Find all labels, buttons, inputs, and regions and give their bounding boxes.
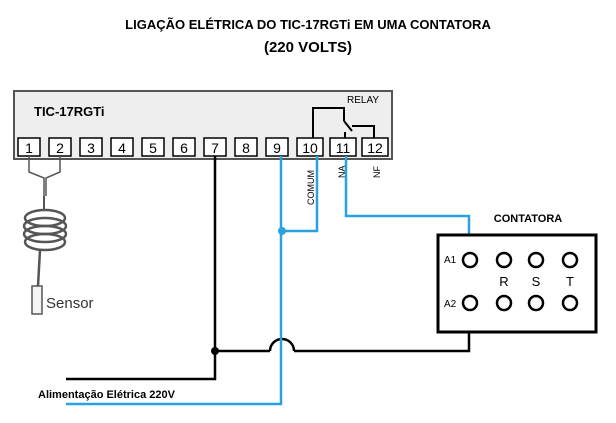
terminal-2-label: 2: [56, 140, 64, 156]
contactor-body: [436, 233, 598, 334]
terminal-3: [79, 137, 103, 157]
contactor-a1-label: A1: [444, 255, 457, 266]
terminal-bottom-3: [527, 294, 545, 312]
terminal-7-label: 7: [211, 140, 219, 156]
controller-model: TIC-17RGTi: [34, 104, 105, 119]
terminal-4-label: 4: [118, 140, 126, 156]
terminal-9: [265, 137, 289, 157]
terminal-block: 1 2 3 4 5 6 7 8 9 10 11 12: [17, 137, 389, 157]
phase-t-label: T: [566, 274, 574, 289]
terminal-6: [172, 137, 196, 157]
relay-label: RELAY: [347, 95, 379, 106]
power-label: Alimentação Elétrica 220V: [38, 389, 176, 401]
terminal-bottom-4: [561, 294, 579, 312]
terminal-3-label: 3: [87, 140, 95, 156]
comum-label: COMUM: [306, 170, 316, 205]
controller-body: [13, 90, 393, 160]
diagram-subtitle: (220 VOLTS): [263, 39, 353, 56]
contactor-terminals: [461, 251, 579, 312]
terminal-6-label: 6: [180, 140, 188, 156]
phase-s-label: S: [532, 274, 541, 289]
terminal-9-label: 9: [273, 140, 281, 156]
sensor-label: Sensor: [46, 295, 94, 312]
terminal-top-3: [527, 251, 545, 269]
terminal-8-label: 8: [242, 140, 250, 156]
phase-r-label: R: [499, 274, 508, 289]
terminal-10-label: 10: [302, 140, 318, 156]
terminal-8: [234, 137, 258, 157]
terminal-bottom-2: [495, 294, 513, 312]
terminal-top-4: [561, 251, 579, 269]
terminal-11-label: 11: [336, 140, 351, 156]
blue-wire: [66, 156, 471, 406]
black-junction: [211, 347, 219, 355]
terminal-a1: [461, 251, 479, 269]
terminal-12-label: 12: [367, 140, 383, 156]
terminal-4: [110, 137, 134, 157]
terminal-1-label: 1: [25, 140, 33, 156]
contactor-title: CONTATORA: [494, 213, 562, 225]
contactor-a2-label: A2: [444, 299, 457, 310]
terminal-a2: [461, 294, 479, 312]
blue-junction: [278, 227, 286, 235]
terminal-5: [141, 137, 165, 157]
sensor-icon: [22, 156, 68, 315]
black-wire: [66, 156, 471, 381]
terminal-top-2: [495, 251, 513, 269]
diagram-title: LIGAÇÃO ELÉTRICA DO TIC-17RGTi EM UMA CO…: [125, 17, 491, 32]
nf-label: NF: [372, 166, 382, 178]
terminal-10: [296, 137, 324, 157]
na-label: NA: [337, 165, 347, 178]
terminal-11: [329, 137, 357, 157]
terminal-5-label: 5: [149, 140, 157, 156]
terminal-12: [361, 137, 389, 157]
